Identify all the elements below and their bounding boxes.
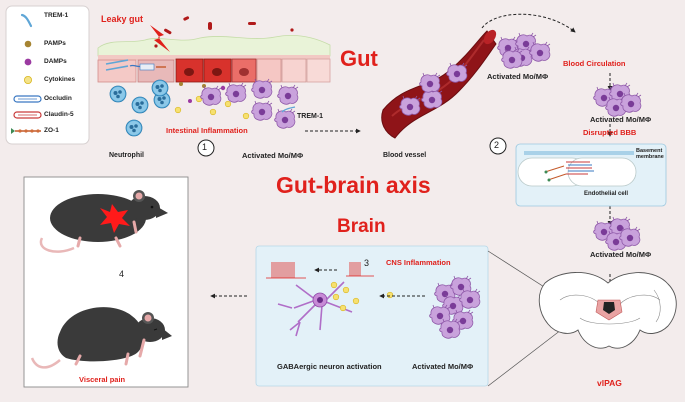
trem1-label: TREM-1 <box>297 113 324 120</box>
legend-box <box>5 5 90 145</box>
basement-membrane-label: Basement membrane <box>636 148 664 160</box>
blood-vessel-label: Blood vessel <box>383 152 427 159</box>
gut-title: Gut <box>340 46 378 71</box>
blood-vessel <box>381 29 497 139</box>
gut-brain-axis-title: Gut-brain axis <box>276 172 431 198</box>
blood-circulation-label: Blood Circulation <box>563 59 626 68</box>
trem1-icon <box>20 13 33 28</box>
gabaergic-neuron <box>277 281 353 337</box>
activated-mo-label-3: Activated Mo/MΦ <box>590 115 652 124</box>
legend-label-pamps: PAMPs <box>44 40 66 47</box>
neuron-traces <box>266 262 374 279</box>
endothelial-cell-label: Endothelial cell <box>584 191 629 197</box>
legend-label-trem1: TREM-1 <box>44 12 69 19</box>
brain-panel <box>255 245 489 387</box>
legend-label-cytokines: Cytokines <box>44 76 76 83</box>
activated-mo-label-1: Activated Mo/MΦ <box>242 151 304 160</box>
mouse-top <box>39 190 168 253</box>
vlpag-label: vlPAG <box>597 378 622 388</box>
leaky-gut-label: Leaky gut <box>101 14 144 24</box>
brain-slice <box>538 272 677 349</box>
disrupted-bbb-label: Disrupted BBB <box>583 128 637 137</box>
activated-mo-label-4: Activated Mo/MΦ <box>590 250 652 259</box>
step-2-number: 2 <box>494 140 500 150</box>
gabaergic-activation-label: GABAergic neuron activation <box>277 362 382 371</box>
damps-icon <box>24 58 32 66</box>
brain-title: Brain <box>337 216 386 237</box>
activated-mo-label-2: Activated Mo/MΦ <box>487 72 549 81</box>
gut-epithelium <box>97 35 331 83</box>
legend-label-claudin5: Claudin-5 <box>44 111 74 118</box>
zo1-icon <box>11 128 41 134</box>
cns-inflammation-label: CNS Inflammation <box>386 258 451 267</box>
intestinal-inflammation-label: Intestinal Inflammation <box>166 126 248 135</box>
mouse-bottom <box>30 307 172 369</box>
legend-label-zo1: ZO-1 <box>44 127 59 134</box>
step-3-number: 3 <box>364 258 370 268</box>
cytokines-icon <box>23 76 32 85</box>
pamps-icon <box>24 40 32 48</box>
legend-label-damps: DAMPs <box>44 58 67 65</box>
claudin5-icon <box>13 111 42 119</box>
step-4-number: 4 <box>119 269 125 279</box>
activated-mo-label-5: Activated Mo/MΦ <box>412 362 474 371</box>
bbb-panel <box>515 143 667 207</box>
neutrophil-label: Neutrophil <box>109 152 144 159</box>
occludin-icon <box>13 95 42 103</box>
legend-label-occludin: Occludin <box>44 95 72 102</box>
visceral-pain-label: Visceral pain <box>79 375 126 384</box>
step-1-number: 1 <box>202 142 208 152</box>
